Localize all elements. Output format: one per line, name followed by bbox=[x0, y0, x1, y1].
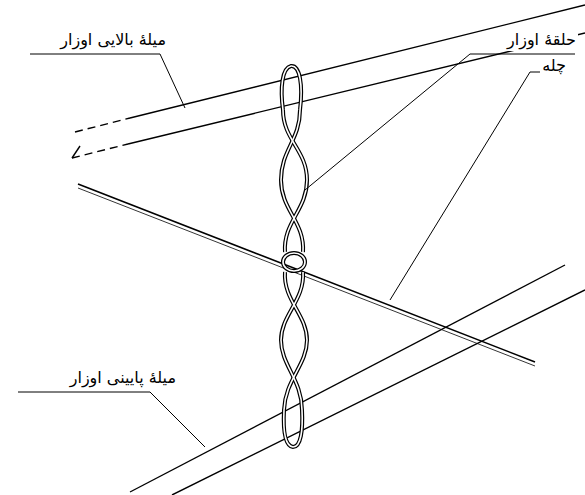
upper-rod bbox=[72, 5, 585, 158]
part-label: حلقهٔ اوزار bbox=[505, 30, 578, 51]
leader-lines bbox=[18, 54, 575, 447]
lower-rod bbox=[130, 265, 585, 495]
heddle-loop bbox=[281, 66, 307, 447]
part-label: میلهٔ پایینی اوزار bbox=[68, 368, 178, 389]
part-label: چله bbox=[540, 56, 568, 77]
part-label: میلهٔ بالایی اوزار bbox=[58, 30, 168, 51]
